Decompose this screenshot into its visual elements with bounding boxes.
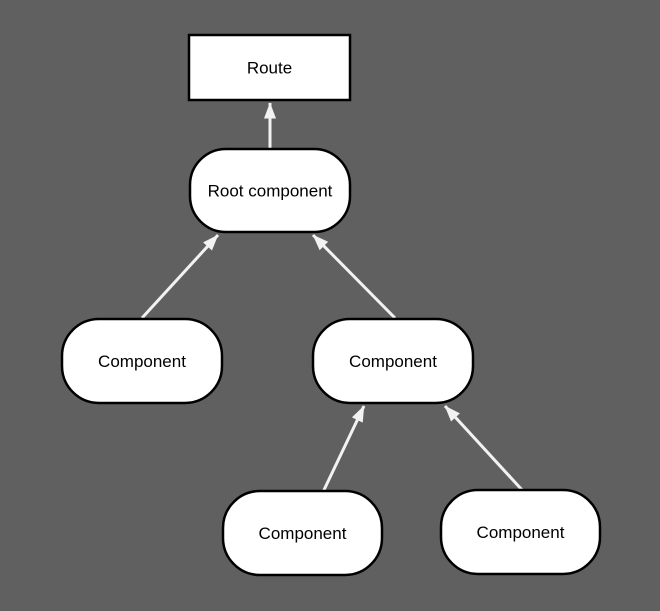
node-component-bottom-left-shape: [221, 489, 384, 577]
edge-component-bottom-right-to-component-middle: [443, 404, 525, 493]
node-route: Route: [187, 33, 352, 102]
node-root-component-shape: [188, 147, 352, 234]
node-component-bottom-left-label: Component: [259, 524, 347, 543]
node-component-left: Component: [60, 317, 224, 405]
node-component-middle: Component: [311, 317, 475, 405]
node-component-left-label: Component: [98, 352, 186, 371]
edge-component-middle-to-root-component: [311, 233, 397, 320]
node-component-bottom-right-shape: [439, 488, 602, 576]
node-component-middle-label: Component: [349, 352, 437, 371]
node-component-left-shape: [60, 317, 224, 405]
node-root-component-label: Root component: [208, 182, 333, 201]
edge-component-left-to-root-component: [140, 233, 220, 320]
node-root-component: Root component: [188, 147, 352, 234]
node-component-bottom-left: Component: [221, 489, 384, 577]
node-route-shape: [187, 33, 352, 102]
edge-component-bottom-left-to-component-middle: [321, 405, 366, 493]
node-component-middle-shape: [311, 317, 475, 405]
node-component-bottom-right-label: Component: [477, 523, 565, 542]
node-component-bottom-right: Component: [439, 488, 602, 576]
node-route-label: Route: [247, 59, 292, 78]
